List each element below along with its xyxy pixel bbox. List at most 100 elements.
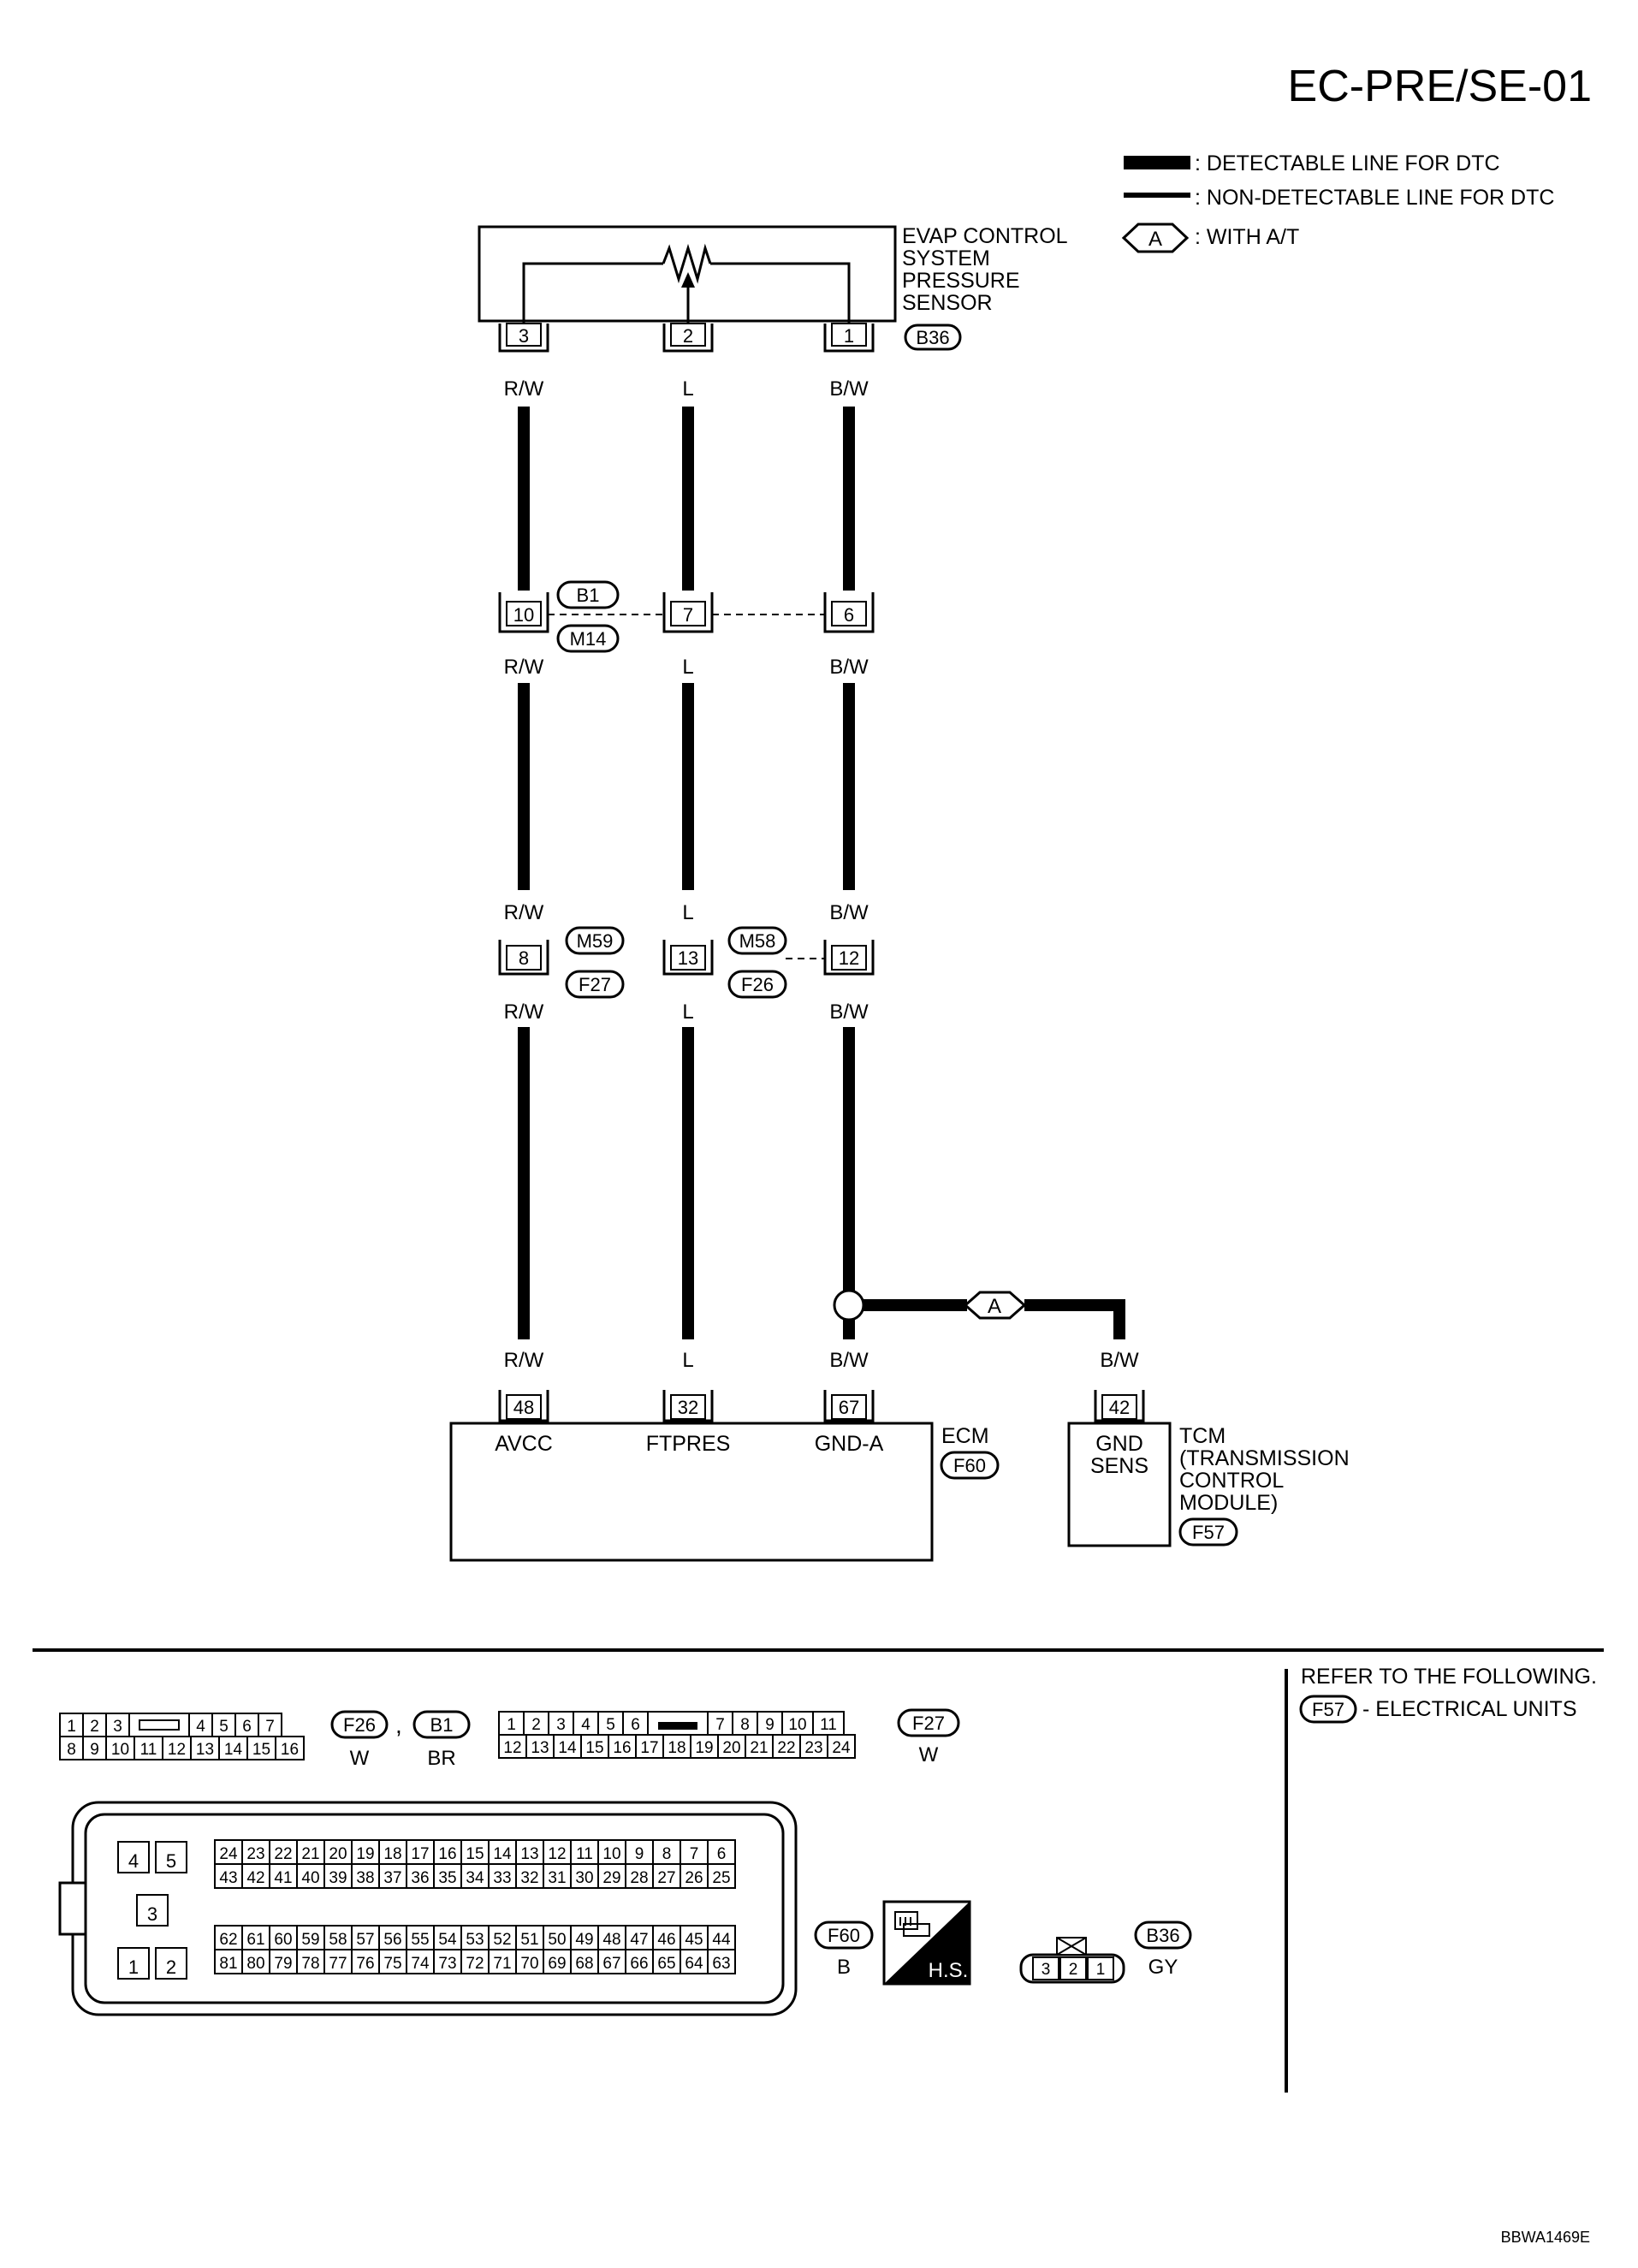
f60-pin-76: 76	[356, 1955, 374, 1973]
f26-pin-13: 13	[196, 1741, 214, 1759]
f27-pin-15: 15	[585, 1739, 603, 1757]
f60-pin-30-cell	[570, 1863, 599, 1889]
f60-pin-74: 74	[411, 1955, 430, 1973]
f60-pin-25: 25	[712, 1869, 730, 1887]
f60-outer-shell	[71, 1801, 798, 2016]
f60-pin-77: 77	[329, 1955, 347, 1973]
legend-with-at-label: : WITH A/T	[1195, 225, 1299, 249]
f60-pin-4: 4	[128, 1850, 139, 1872]
f60-pin-34: 34	[466, 1869, 484, 1887]
f60-pin-12: 12	[548, 1845, 566, 1863]
connector-badge-b1	[556, 580, 620, 609]
f60-pin-25-cell	[707, 1863, 736, 1889]
f60-pin-28-cell	[625, 1863, 654, 1889]
connector-f60-color: B	[837, 1956, 851, 1979]
wire-color-left-4: R/W	[504, 1000, 544, 1024]
splice-at-badge-text: A	[988, 1295, 1001, 1318]
f60-pin-45: 45	[685, 1931, 703, 1949]
f60-pin-81: 81	[219, 1955, 237, 1973]
f27-pin-22: 22	[777, 1739, 795, 1757]
wire-color-left-1: R/W	[504, 377, 544, 401]
f60-pin-36: 36	[411, 1869, 429, 1887]
f60-pin-39-cell	[323, 1863, 353, 1889]
f60-pin-65: 65	[657, 1955, 675, 1973]
f60-pin-33-cell	[488, 1863, 517, 1889]
f60-pin-33: 33	[493, 1869, 511, 1887]
potentiometer-symbol	[662, 243, 712, 284]
ecm-signal-ftpres: FTPRES	[646, 1432, 731, 1456]
f60-pin-73: 73	[438, 1955, 456, 1973]
sensor-label-line-2: SYSTEM	[902, 246, 990, 270]
wire-color-tcm: B/W	[1100, 1349, 1139, 1372]
f27-pin-11-cell	[812, 1711, 845, 1736]
legend-non-detectable-label: : NON-DETECTABLE LINE FOR DTC	[1195, 186, 1554, 210]
b36-pin-3-cell	[1032, 1956, 1059, 1980]
sensor-pins: 3 2 1 B36	[498, 323, 962, 353]
f60-pin-55-cell	[406, 1925, 435, 1950]
wire-color-right-5: B/W	[829, 1349, 869, 1372]
f60-pin-77-cell	[323, 1949, 353, 1974]
f60-pin-29-cell	[597, 1863, 626, 1889]
f60-pin-72-cell	[460, 1949, 490, 1974]
f60-pin-31-cell	[543, 1863, 572, 1889]
f26-pin-6: 6	[242, 1718, 252, 1736]
connector-badge-f60	[940, 1451, 1000, 1480]
f26-pin-10-cell	[105, 1736, 135, 1760]
connector-badge-f57	[1178, 1517, 1238, 1547]
connector-f60-bottom-label: F60	[828, 1925, 860, 1946]
f60-pin-26-cell	[680, 1863, 709, 1889]
f60-pin-55: 55	[411, 1931, 429, 1949]
connector-badge-f27-bottom	[897, 1708, 960, 1737]
f60-pin-10: 10	[602, 1845, 620, 1863]
f60-pin-79: 79	[274, 1955, 292, 1973]
f60-pin-68-cell	[570, 1949, 599, 1974]
tcm-label-line-1: TCM	[1179, 1424, 1226, 1448]
f60-pin-64: 64	[685, 1955, 703, 1973]
f60-pin-27: 27	[657, 1869, 675, 1887]
f60-pin-3-cell	[136, 1894, 169, 1927]
f60-pin-8-cell	[652, 1839, 681, 1865]
f27-pin-14: 14	[558, 1739, 577, 1757]
sensor-internal-wire	[710, 262, 851, 324]
tcm-label-line-4: MODULE)	[1179, 1491, 1278, 1515]
f26-pin-5: 5	[219, 1718, 228, 1736]
f60-pin-51-cell	[515, 1925, 544, 1950]
f60-pin-78: 78	[301, 1955, 319, 1973]
f27-pin-6: 6	[631, 1716, 640, 1734]
f60-pin-61-cell	[241, 1925, 270, 1950]
f60-pin-10-cell	[597, 1839, 626, 1865]
f27-pin-18: 18	[668, 1739, 685, 1757]
page-code: EC-PRE/SE-01	[1288, 62, 1592, 111]
f60-pin-26: 26	[685, 1869, 703, 1887]
f27-pin-5: 5	[606, 1716, 615, 1734]
f26-pin-4: 4	[196, 1718, 205, 1736]
refer-connector-f57: F57	[1312, 1699, 1344, 1720]
legend-thin-line	[1124, 193, 1190, 198]
f60-pin-22: 22	[274, 1845, 292, 1863]
f27-pin-24-cell	[827, 1734, 856, 1759]
f26-lock-tab	[139, 1719, 180, 1731]
junction2-pin-8: 8	[519, 947, 529, 969]
f26-pin-3: 3	[113, 1718, 122, 1736]
connector-b36-bottom-label: B36	[1146, 1925, 1179, 1946]
f60-pin-17: 17	[411, 1845, 429, 1863]
f60-pin-59: 59	[301, 1931, 319, 1949]
junction1-pin-6: 6	[844, 604, 854, 626]
splice-point	[833, 1289, 865, 1321]
f26-pin-12: 12	[168, 1741, 186, 1759]
connector-b36-label: B36	[916, 327, 949, 348]
f60-pin-75-cell	[378, 1949, 407, 1974]
f60-pin-47-cell	[625, 1925, 654, 1950]
f26-pin-2: 2	[90, 1718, 99, 1736]
f60-pin-60: 60	[274, 1931, 292, 1949]
connector-f27-label: F27	[579, 974, 611, 995]
connector-badge-f57-refer	[1299, 1695, 1357, 1724]
f60-pin-71-cell	[488, 1949, 517, 1974]
connector-b1-label: B1	[577, 585, 600, 606]
wire-color-right-2: B/W	[829, 656, 869, 679]
sensor-pin-1: 1	[844, 325, 854, 347]
wire-color-mid-1: L	[682, 377, 693, 401]
connector-badge-f26	[727, 970, 787, 999]
f27-pin-5-cell	[597, 1711, 624, 1736]
